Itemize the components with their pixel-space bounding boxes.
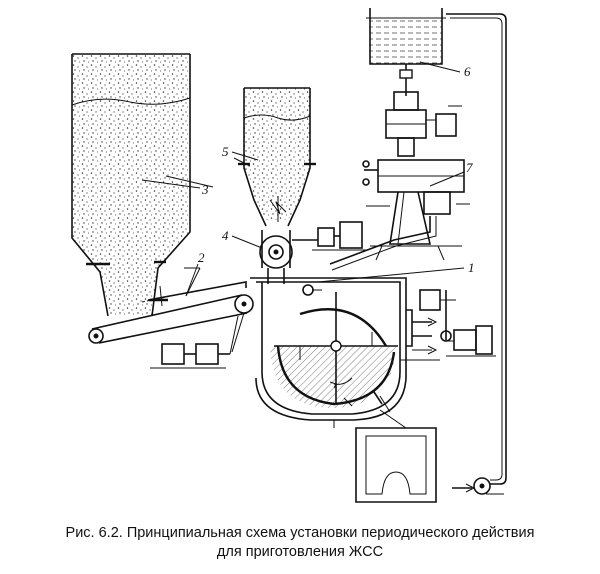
belt-conveyor (88, 267, 254, 369)
schematic-diagram: 1 2 3 4 5 6 7 (71, 8, 507, 503)
caption-line-2: для приготовления ЖСС (216, 544, 384, 560)
label-1: 1 (468, 260, 475, 275)
water-dispenser-unit (329, 91, 470, 271)
screw-feeder (259, 221, 366, 284)
mixer-vessel (250, 267, 496, 421)
receiving-bin (333, 409, 437, 503)
leader-4 (231, 235, 263, 249)
label-2: 2 (198, 250, 205, 265)
leader-5 (231, 151, 259, 161)
caption-line-1: Рис. 6.2. Принципиальная схема установки… (65, 525, 535, 541)
leader-2 (185, 263, 199, 297)
label-7: 7 (466, 160, 473, 175)
label-6: 6 (464, 64, 471, 79)
leader-7 (429, 171, 465, 187)
label-4: 4 (222, 228, 229, 243)
figure-caption: Рис. 6.2. Принципиальная схема установки… (0, 524, 600, 562)
leader-3 (165, 175, 214, 188)
water-pump (452, 477, 504, 495)
small-sand-hopper (233, 87, 316, 227)
water-tank (366, 8, 507, 485)
large-sand-hopper (71, 53, 201, 317)
label-3: 3 (201, 182, 209, 197)
label-5: 5 (222, 144, 229, 159)
leader-6 (419, 61, 461, 73)
